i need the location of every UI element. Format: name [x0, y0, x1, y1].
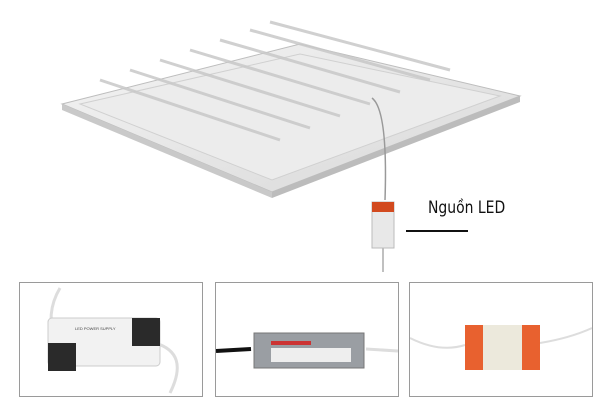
thumbnail-driver-2: [215, 282, 399, 397]
label-pointer-line: [406, 230, 468, 232]
driver-print: LED POWER SUPPLY: [75, 326, 116, 331]
thumbnail-driver-1: LED POWER SUPPLY: [19, 282, 203, 397]
led-strips: [99, 20, 451, 142]
driver-cable: [371, 97, 387, 201]
led-driver: [371, 201, 395, 249]
panel-tray-inner: [78, 53, 502, 181]
led-panel-illustration: [60, 20, 522, 272]
thumbnail-driver-3: [409, 282, 593, 397]
driver-label: Nguồn LED: [428, 198, 506, 218]
